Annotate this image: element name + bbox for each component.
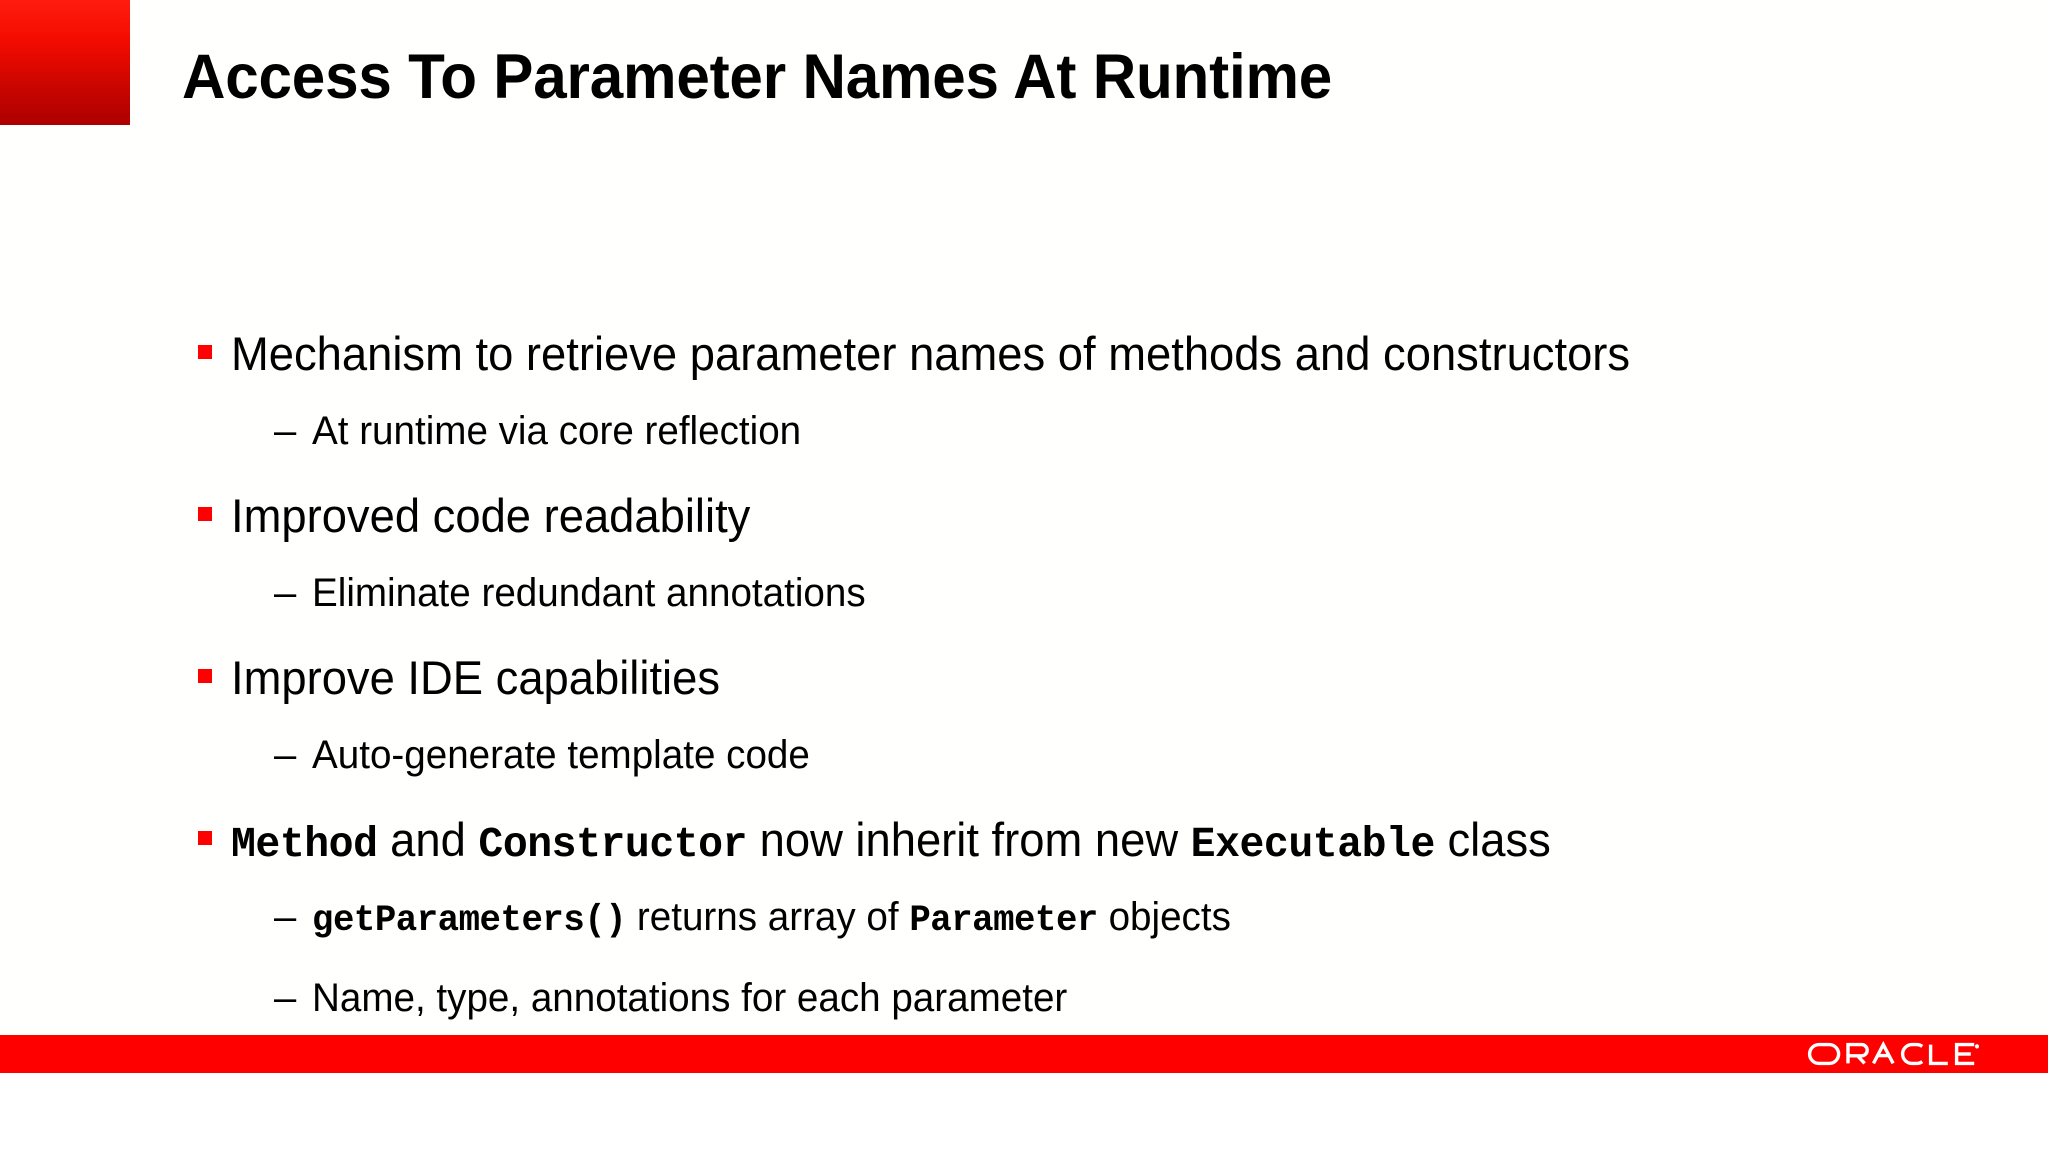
text-run: class xyxy=(1434,813,1551,866)
list-item-label: Improved code readability xyxy=(231,489,751,542)
code-token: getParameters() xyxy=(312,900,627,942)
square-bullet-icon xyxy=(198,831,212,845)
code-token: Executable xyxy=(1190,820,1436,869)
list-item-label: getParameters() returns array of Paramet… xyxy=(312,897,1231,940)
list-item: Mechanism to retrieve parameter names of… xyxy=(0,330,2048,411)
list-item: –getParameters() returns array of Parame… xyxy=(0,897,2048,978)
square-bullet-icon xyxy=(198,507,212,521)
code-token: Constructor xyxy=(478,820,748,869)
dash-bullet-icon: – xyxy=(274,976,297,1020)
footer-underlay xyxy=(0,1073,2048,1152)
list-item: Improve IDE capabilities xyxy=(0,654,2048,735)
list-item: –Auto-generate template code xyxy=(0,735,2048,816)
list-item-label: Eliminate redundant annotations xyxy=(312,571,866,615)
list-item-label: Method and Constructor now inherit from … xyxy=(231,816,1551,866)
list-item: –Name, type, annotations for each parame… xyxy=(0,978,2048,1059)
list-item-label: Name, type, annotations for each paramet… xyxy=(312,976,1068,1020)
text-run: and xyxy=(377,813,479,866)
page-title: Access To Parameter Names At Runtime xyxy=(182,42,1333,112)
square-bullet-icon xyxy=(198,345,212,359)
code-token: Parameter xyxy=(909,900,1098,942)
list-item: –Eliminate redundant annotations xyxy=(0,573,2048,654)
text-run: now inherit from new xyxy=(747,813,1191,866)
dash-bullet-icon: – xyxy=(274,733,297,777)
oracle-logo xyxy=(1807,1040,1979,1068)
list-item-label: Mechanism to retrieve parameter names of… xyxy=(231,330,1631,380)
square-bullet-icon xyxy=(198,669,212,683)
text-run: objects xyxy=(1097,895,1231,939)
dash-bullet-icon: – xyxy=(274,895,297,939)
list-item: –At runtime via core reflection xyxy=(0,411,2048,492)
list-item: Method and Constructor now inherit from … xyxy=(0,816,2048,897)
dash-bullet-icon: – xyxy=(274,571,297,615)
footer-bar xyxy=(0,1035,2048,1073)
list-item-label: Auto-generate template code xyxy=(312,733,810,777)
list-item-label: Improve IDE capabilities xyxy=(231,651,721,704)
code-token: Method xyxy=(231,820,378,869)
list-item: Improved code readability xyxy=(0,492,2048,573)
dash-bullet-icon: – xyxy=(274,409,297,453)
text-run: returns array of xyxy=(626,895,910,939)
accent-block-decoration xyxy=(0,0,130,125)
bullet-list: Mechanism to retrieve parameter names of… xyxy=(0,330,2048,1072)
list-item-label: At runtime via core reflection xyxy=(312,409,802,453)
